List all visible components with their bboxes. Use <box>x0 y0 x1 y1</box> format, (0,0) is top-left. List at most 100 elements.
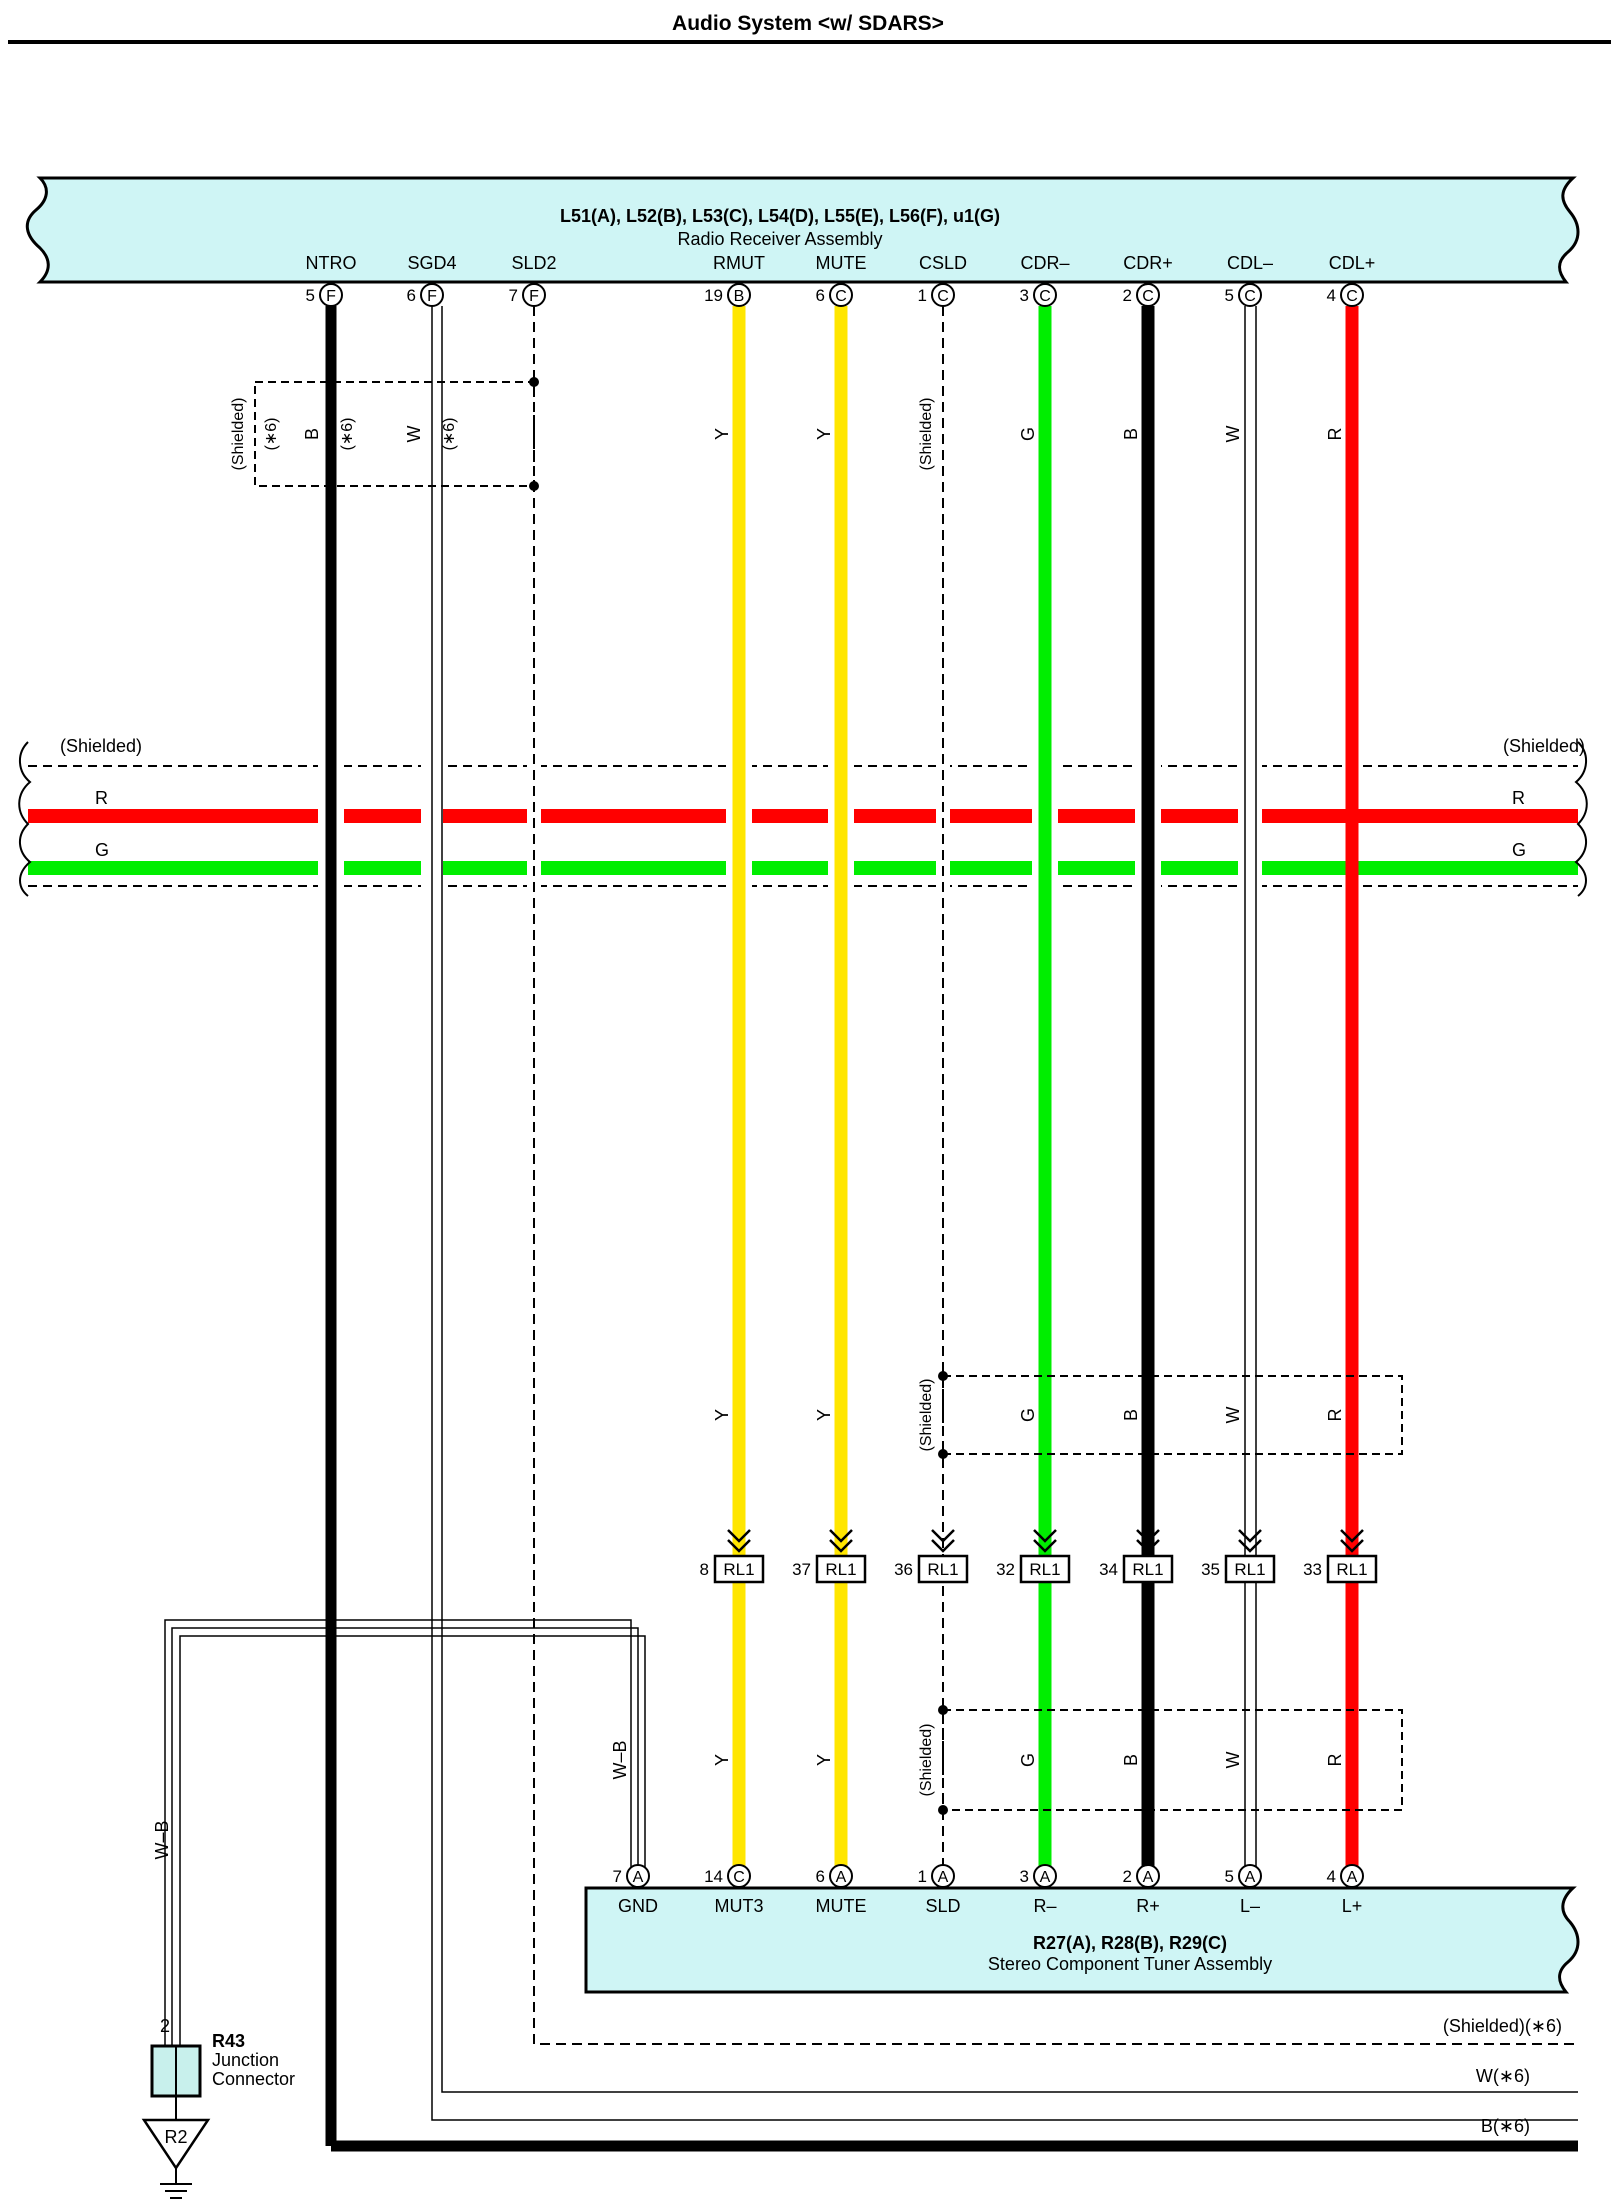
exit-black-label: B(∗6) <box>1481 2116 1530 2136</box>
receiver-pin-circle <box>1340 283 1364 307</box>
mid-color-r: R <box>1325 1409 1345 1422</box>
receiver-pin-number: 2 <box>1123 286 1132 305</box>
upper-color-cdl-plus: R <box>1325 428 1345 441</box>
tuner-pin-connector: A <box>633 1869 644 1886</box>
tuner-pin-number: 5 <box>1225 1867 1234 1886</box>
mid-color-g: G <box>1018 1408 1038 1422</box>
mid-color-b: B <box>1121 1409 1141 1421</box>
relay-connector-name: RL1 <box>1234 1560 1265 1579</box>
mid-color-rmut: Y <box>712 1409 732 1421</box>
top-shield-note1: (∗6) <box>263 418 280 451</box>
bus-left-break <box>18 741 32 897</box>
wire-sld2-shield <box>533 306 1578 2045</box>
low-color-g: G <box>1018 1753 1038 1767</box>
relay-connector-box <box>917 1554 969 1584</box>
receiver-pin-connector: C <box>835 288 847 305</box>
tuner-pin-circle <box>1033 1864 1057 1888</box>
top-shield-wire-w: W <box>404 426 424 443</box>
top-shield-label: (Shielded) <box>230 398 247 471</box>
mid-shield-group <box>938 1371 1403 1459</box>
tuner-pin-label: SLD <box>925 1896 960 1916</box>
receiver-pin-connector: C <box>937 288 949 305</box>
receiver-pin-label: CSLD <box>919 253 967 273</box>
upper-csld-shield-label: (Shielded) <box>918 398 935 471</box>
receiver-pin-connector: B <box>734 288 745 305</box>
ground-wire-label-left: W–B <box>152 1820 172 1859</box>
tuner-pin-connector: A <box>1040 1869 1051 1886</box>
relay-chevron-icon <box>931 1529 955 1553</box>
relay-chevron-icon <box>727 1529 751 1553</box>
relay-chevron-icon <box>1340 1529 1364 1553</box>
receiver-pin-label: MUTE <box>816 253 867 273</box>
vertical-wires <box>318 306 1578 2152</box>
low-color-w: W <box>1223 1752 1243 1769</box>
shielded-bus <box>18 741 1588 897</box>
receiver-name: Radio Receiver Assembly <box>677 229 882 249</box>
receiver-pin-number: 7 <box>509 286 518 305</box>
mid-color-w: W <box>1223 1407 1243 1424</box>
low-color-rmut: Y <box>712 1754 732 1766</box>
receiver-pin-connector: F <box>427 288 437 305</box>
junction-pin-number: 2 <box>160 2016 170 2036</box>
exit-shield-label: (Shielded)(∗6) <box>1443 2016 1562 2036</box>
relay-connector-number: 35 <box>1201 1560 1220 1579</box>
tuner-box <box>584 1886 1580 1994</box>
receiver-pin-label: RMUT <box>713 253 765 273</box>
relay-connector-box <box>1326 1554 1378 1584</box>
low-shield-label: (Shielded) <box>918 1724 935 1797</box>
receiver-pin-circle <box>727 283 751 307</box>
tuner-pin-label: L+ <box>1342 1896 1363 1916</box>
tuner-connectors: R27(A), R28(B), R29(C) <box>1033 1933 1227 1953</box>
tuner-pin-circle <box>1238 1864 1262 1888</box>
receiver-pin-number: 5 <box>1225 286 1234 305</box>
relay-connector-number: 33 <box>1303 1560 1322 1579</box>
junction-name-2: Connector <box>212 2069 295 2089</box>
bus-red-left-label: R <box>95 788 108 808</box>
mid-shield-label: (Shielded) <box>918 1379 935 1452</box>
receiver-pin-connector: F <box>529 288 539 305</box>
top-shield-group <box>254 377 539 491</box>
receiver-pin-label: CDR– <box>1020 253 1069 273</box>
receiver-box <box>25 176 1580 284</box>
mid-color-mute: Y <box>814 1409 834 1421</box>
top-shield-note2: (∗6) <box>339 418 356 451</box>
receiver-pin-circle <box>420 283 444 307</box>
top-shield-note3: (∗6) <box>441 418 458 451</box>
receiver-pin-number: 4 <box>1327 286 1336 305</box>
receiver-pin-connector: C <box>1346 288 1358 305</box>
relay-connector-name: RL1 <box>1132 1560 1163 1579</box>
receiver-pin-connector: C <box>1244 288 1256 305</box>
bus-right-break <box>1574 741 1588 897</box>
receiver-pin-circle <box>319 283 343 307</box>
tuner-pin-label: R+ <box>1136 1896 1160 1916</box>
receiver-pin-label: CDL– <box>1227 253 1273 273</box>
relay-connector-name: RL1 <box>927 1560 958 1579</box>
bus-shield-left-label: (Shielded) <box>60 736 142 756</box>
tuner-pin-circle <box>931 1864 955 1888</box>
receiver-pin-circle <box>1136 283 1160 307</box>
relay-chevron-icon <box>1033 1529 1057 1553</box>
ground-point-label: R2 <box>164 2127 187 2147</box>
tuner-pin-circle <box>626 1864 650 1888</box>
top-shield-wire-b: B <box>302 428 322 440</box>
tuner-pin-circle <box>727 1864 751 1888</box>
receiver-pins: NTROF5SGD4F6SLD2F7RMUTB19MUTEC6CSLDC1CDR… <box>306 253 1375 307</box>
receiver-pin-number: 3 <box>1020 286 1029 305</box>
receiver-pin-label: SGD4 <box>407 253 456 273</box>
relay-connector-box <box>1224 1554 1276 1584</box>
receiver-pin-label: SLD2 <box>511 253 556 273</box>
upper-color-cdr-minus: G <box>1018 427 1038 441</box>
tuner-pin-circle <box>829 1864 853 1888</box>
low-color-b: B <box>1121 1754 1141 1766</box>
receiver-pin-label: CDR+ <box>1123 253 1173 273</box>
low-shield-group <box>938 1705 1403 1815</box>
relay-connector-number: 8 <box>700 1560 709 1579</box>
tuner-pin-connector: A <box>836 1869 847 1886</box>
receiver-pin-connector: F <box>326 288 336 305</box>
ground-point-triangle <box>141 2118 211 2171</box>
receiver-pin-circle <box>1033 283 1057 307</box>
relay-connector-name: RL1 <box>723 1560 754 1579</box>
tuner-pin-label: GND <box>618 1896 658 1916</box>
